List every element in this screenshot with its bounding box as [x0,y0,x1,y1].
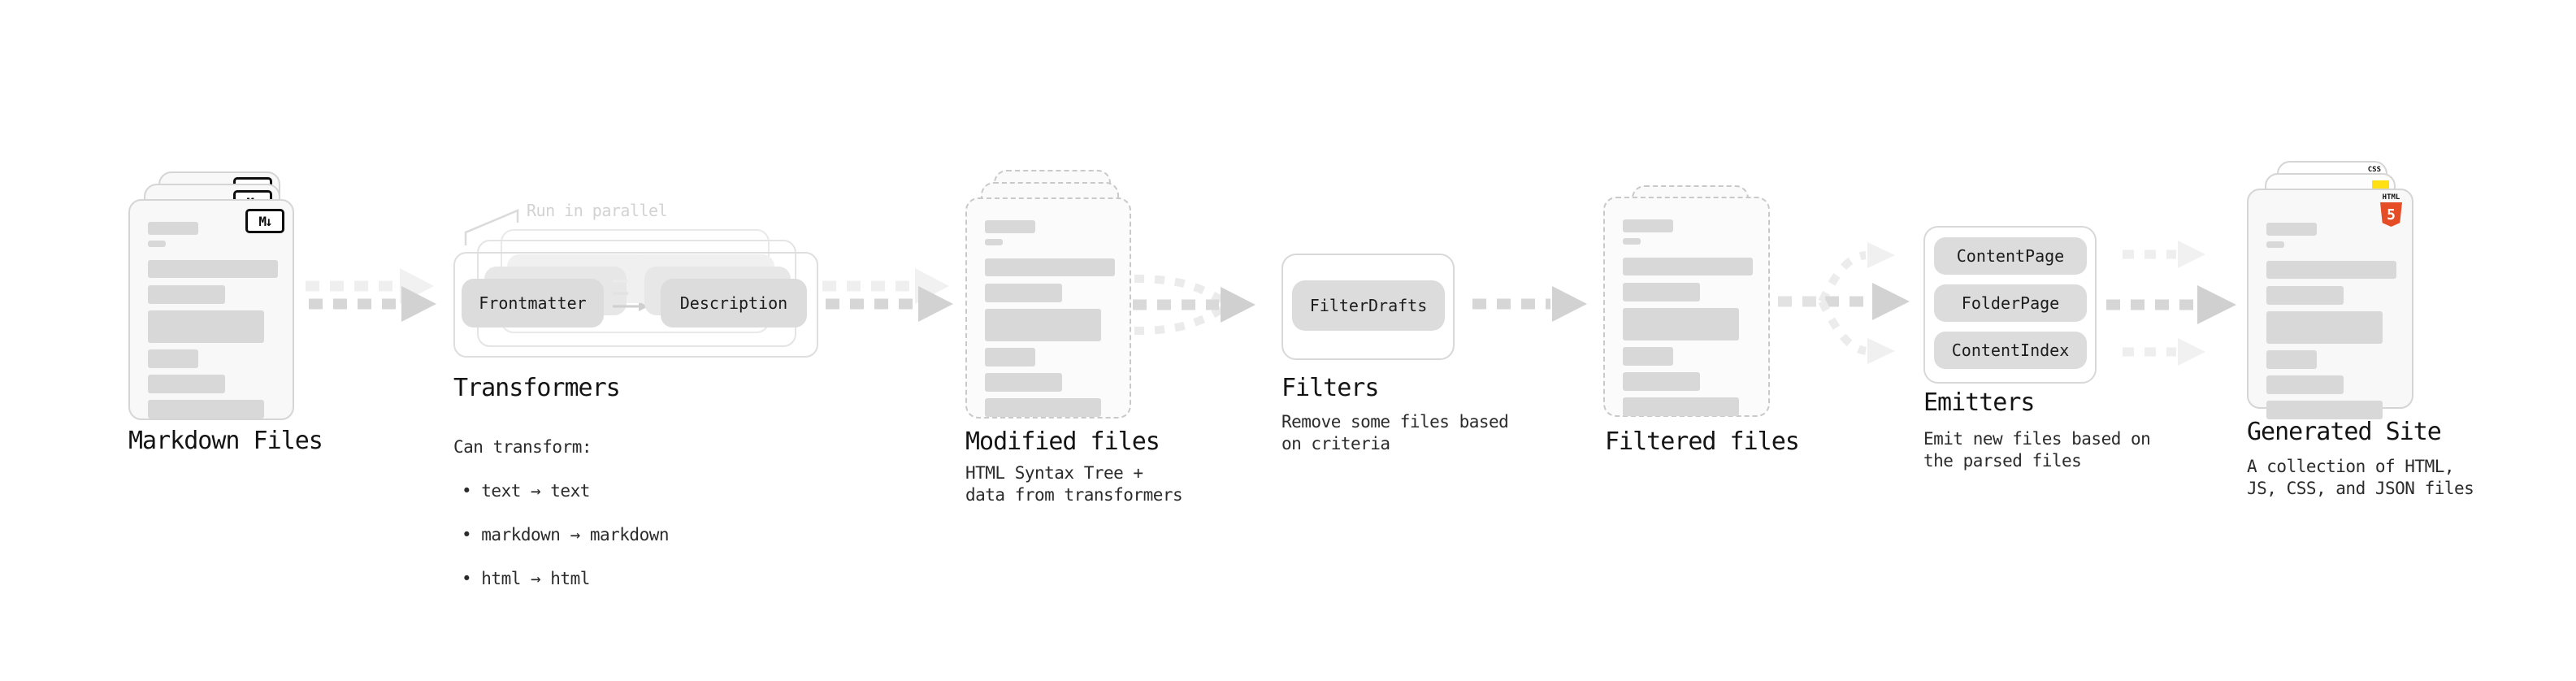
placeholder-bar [1623,238,1641,245]
transformers-label: Transformers [453,374,621,402]
arrows-emitters-to-site [2106,241,2236,366]
emitters-description: Emit new files based on the parsed files [1923,429,2151,471]
placeholder-bar [2266,311,2383,344]
placeholder-bar [1623,219,1673,232]
filters-label: Filters [1281,374,1379,402]
arrow-filtered-to-emitters [1778,242,1910,364]
arrow-markdown-to-transformers [306,268,436,322]
document-placeholder-lines [985,220,1115,417]
placeholder-bar [2266,375,2344,394]
placeholder-bar [985,309,1101,341]
placeholder-bar [148,260,278,278]
placeholder-bar [148,375,225,393]
transformer-pill-frontmatter: Frontmatter [462,279,604,327]
transformers-box-front [453,252,818,358]
placeholder-bar [148,400,264,419]
generated-site-label: Generated Site [2247,418,2442,446]
markdown-files-label: Markdown Files [128,427,323,455]
placeholder-bar [1623,308,1739,340]
emitter-pill-folderpage: FolderPage [1934,284,2087,322]
placeholder-bar [1623,347,1673,366]
markdown-file-card-front: M↓ [128,199,294,420]
placeholder-bar [2266,350,2317,369]
placeholder-bar [148,310,264,343]
placeholder-bar [985,239,1003,245]
placeholder-bar [148,349,198,368]
markdown-icon: M↓ [245,209,284,233]
emitter-pill-contentindex: ContentIndex [1934,332,2087,369]
placeholder-bar [1623,397,1739,416]
html5-icon: HTML 5 [2380,193,2402,227]
document-placeholder-lines [2266,223,2397,419]
transformers-description: Can transform: • text → text • markdown … [453,437,670,588]
arrow-filters-to-filtered [1472,286,1587,322]
emitter-pill-contentpage: ContentPage [1934,237,2087,275]
placeholder-bar [148,285,225,304]
placeholder-bar [2266,401,2383,419]
filtered-file-card-front [1603,197,1770,417]
run-in-parallel-callout-line [464,209,519,245]
arrow-modified-to-filters [1133,275,1255,335]
placeholder-bar [985,373,1062,392]
placeholder-bar [2266,261,2396,279]
filter-pill-filterdrafts: FilterDrafts [1292,280,1445,331]
filters-description: Remove some files based on criteria [1281,412,1509,453]
emitters-label: Emitters [1923,388,2035,417]
document-placeholder-lines [1623,219,1754,416]
site-file-card-html: HTML 5 [2247,189,2413,419]
placeholder-bar [2266,241,2284,248]
document-placeholder-lines [148,222,278,419]
placeholder-bar [985,220,1035,233]
placeholder-bar [985,258,1115,276]
run-in-parallel-note: Run in parallel [527,201,668,220]
placeholder-bar [148,241,166,247]
modified-files-description: HTML Syntax Tree + data from transformer… [965,463,1183,505]
placeholder-bar [1623,372,1700,391]
modified-file-card-front [965,197,1131,419]
placeholder-bar [2266,223,2317,236]
transformer-pill-description: Description [661,279,807,327]
arrow-transformers-to-modified [822,268,953,322]
javascript-icon [2372,180,2389,191]
placeholder-bar [2266,286,2344,305]
placeholder-bar [985,398,1101,417]
generated-site-description: A collection of HTML, JS, CSS, and JSON … [2247,457,2474,498]
placeholder-bar [148,222,198,235]
filtered-files-label: Filtered files [1605,427,1800,456]
placeholder-bar [985,348,1035,367]
modified-files-label: Modified files [965,427,1160,456]
placeholder-bar [1623,258,1753,275]
placeholder-bar [985,284,1062,302]
placeholder-bar [1623,283,1700,301]
